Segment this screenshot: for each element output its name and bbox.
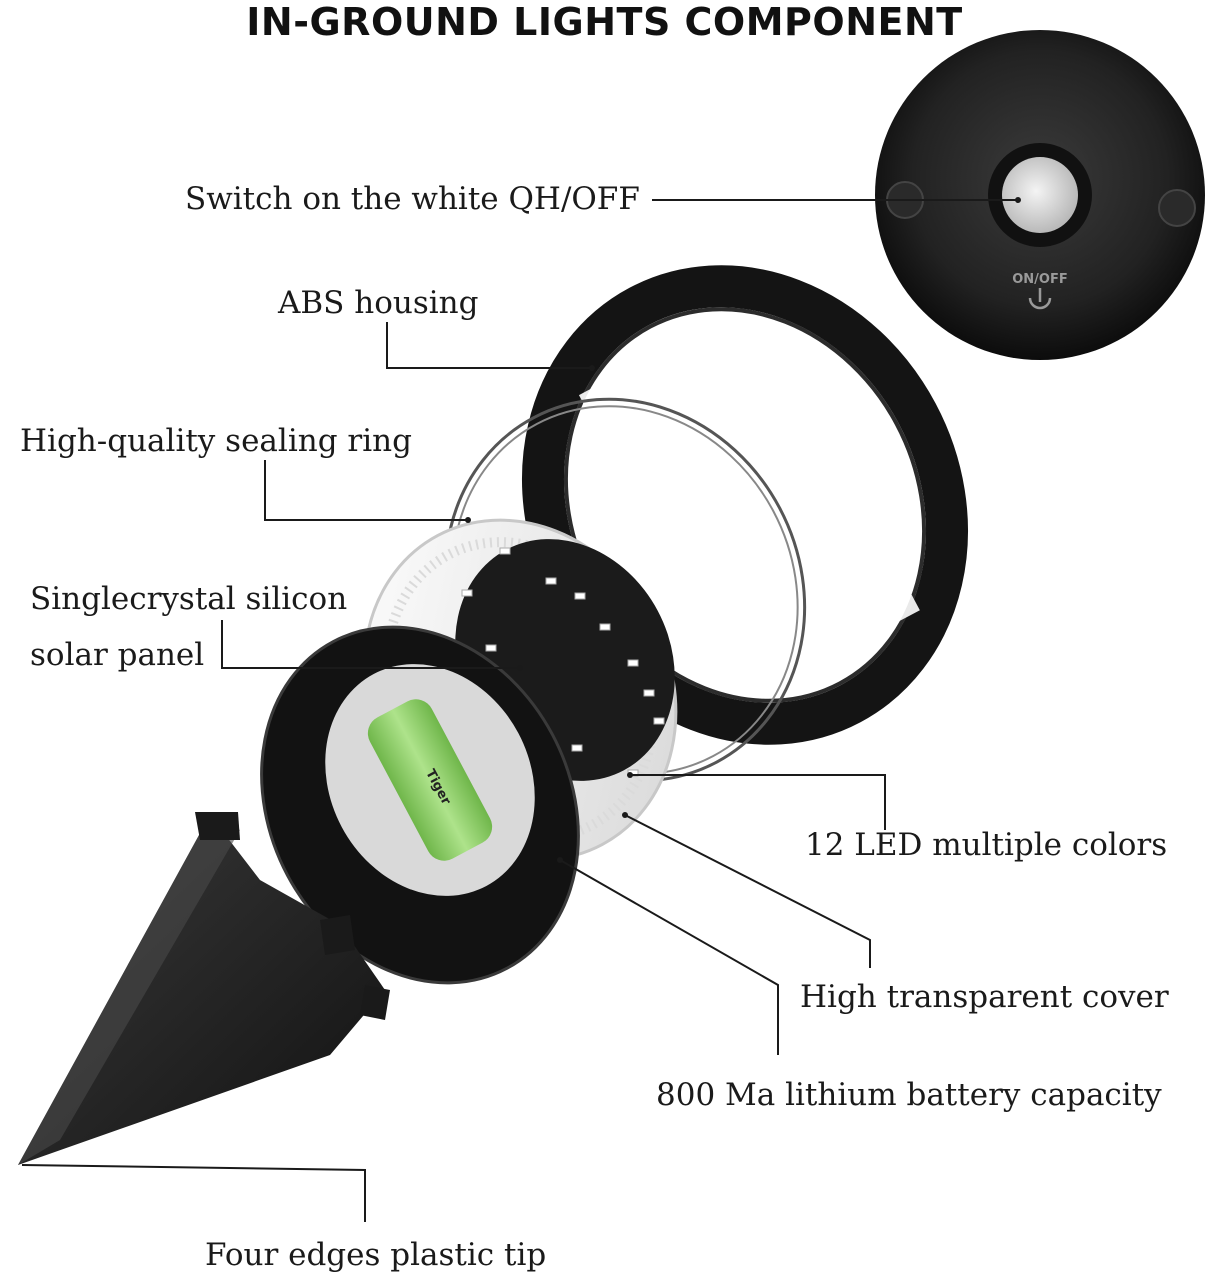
led-array <box>461 547 665 777</box>
switch-marking-text: ON/OFF <box>1012 272 1068 287</box>
label-switch: Switch on the white QH/OFF <box>185 181 640 217</box>
leader-led <box>630 774 886 830</box>
base-housing: Tiger <box>260 625 580 985</box>
label-solar-panel-line1: Singlecrystal silicon <box>30 581 348 617</box>
page-title: IN-GROUND LIGHTS COMPONENT <box>246 0 963 44</box>
leader-solar-panel <box>221 620 520 669</box>
power-icon <box>1028 288 1052 310</box>
leader-battery <box>559 859 779 1055</box>
label-abs-housing: ABS housing <box>278 285 479 321</box>
leader-dots <box>465 197 1021 863</box>
label-tip: Four edges plastic tip <box>205 1237 547 1273</box>
switch-closeup: ON/OFF <box>875 30 1205 360</box>
label-battery: 800 Ma lithium battery capacity <box>656 1077 1162 1113</box>
leader-lines <box>21 199 1018 1222</box>
leader-tip <box>21 1164 366 1222</box>
lithium-battery <box>367 699 493 861</box>
plastic-stake <box>18 812 390 1165</box>
switch-button <box>1002 157 1078 233</box>
screw-right <box>1158 189 1196 227</box>
label-cover: High transparent cover <box>800 979 1169 1015</box>
leader-sealing-ring <box>264 460 468 521</box>
leader-abs-housing <box>386 322 592 369</box>
label-led: 12 LED multiple colors <box>805 827 1168 863</box>
label-sealing-ring: High-quality sealing ring <box>20 423 412 459</box>
leader-cover <box>624 814 871 968</box>
label-solar-panel-line2: solar panel <box>30 637 205 673</box>
